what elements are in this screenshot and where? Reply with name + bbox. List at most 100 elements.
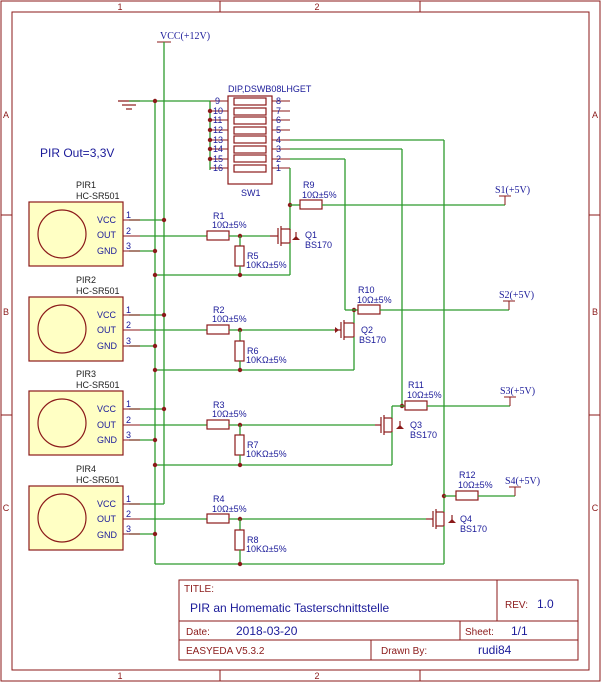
inner-frame [11, 11, 590, 671]
date-value: 2018-03-20 [236, 624, 298, 638]
pir2-pin-gnd: GND [97, 341, 118, 351]
r10-ref: R10 [358, 285, 375, 295]
dip-pin-3: 3 [276, 144, 281, 154]
sheet-label: Sheet: [465, 627, 494, 638]
pir4-pin-out: OUT [97, 514, 117, 524]
pir2-num-3: 3 [126, 336, 131, 346]
pir1-num-3: 3 [126, 241, 131, 251]
r11-value: 10Ω±5% [407, 390, 442, 400]
r6-value: 10KΩ±5% [246, 355, 287, 365]
mosfet-q3 [375, 415, 404, 435]
pir3-pin-out: OUT [97, 420, 117, 430]
date-label: Date: [186, 627, 210, 638]
pir4-num-2: 2 [126, 509, 131, 519]
resistor-r10 [357, 304, 381, 315]
r1-value: 10Ω±5% [212, 220, 247, 230]
pir1-type: HC-SR501 [76, 191, 120, 201]
pir3-ref: PIR3 [76, 369, 96, 379]
pir1-num-1: 1 [126, 210, 131, 220]
r9-value: 10Ω±5% [302, 190, 337, 200]
pir3-lens-icon [37, 398, 87, 448]
resistor-r5 [234, 245, 245, 267]
resistor-r4 [206, 513, 230, 524]
document-title: PIR an Homematic Tasterschnittstelle [190, 601, 390, 615]
pir2-num-1: 1 [126, 305, 131, 315]
r11-ref: R11 [408, 380, 424, 390]
row-marker-left-a: A [3, 110, 9, 120]
output-s2: S2(+5V) [499, 290, 534, 301]
pir1-pin-vcc: VCC [97, 215, 117, 225]
dip-pin-13: 13 [213, 135, 223, 145]
pir-sensor-4: PIR4 HC-SR501 VCC OUT GND 1 2 3 [28, 464, 140, 551]
dip-pin-9: 9 [215, 96, 220, 106]
dip-pin-4: 4 [276, 135, 281, 145]
dip-pin-1: 1 [276, 163, 281, 173]
output-s4: S4(+5V) [505, 476, 540, 487]
col-marker-top-1: 1 [117, 2, 122, 12]
dip-pin-5: 5 [276, 125, 281, 135]
pir3-num-2: 2 [126, 415, 131, 425]
r12-ref: R12 [459, 470, 476, 480]
pir3-num-1: 1 [126, 399, 131, 409]
pir4-type: HC-SR501 [76, 475, 120, 485]
dip-switch-ref: SW1 [241, 188, 261, 198]
resistor-r3 [206, 419, 230, 430]
pir1-lens-icon [37, 209, 87, 259]
r10-value: 10Ω±5% [357, 295, 392, 305]
pir4-num-3: 3 [126, 524, 131, 534]
dip-pin-11: 11 [213, 115, 222, 125]
col-marker-bottom-1: 1 [117, 671, 122, 681]
mosfet-q1 [270, 226, 300, 246]
q2-ref: Q2 [361, 325, 373, 335]
pir3-num-3: 3 [126, 430, 131, 440]
pir1-pin-out: OUT [97, 230, 117, 240]
q3-type: BS170 [410, 430, 437, 440]
q3-ref: Q3 [410, 420, 422, 430]
title-label: TITLE: [184, 584, 214, 595]
q4-type: BS170 [460, 524, 487, 534]
output-s3: S3(+5V) [500, 386, 535, 397]
dip-pin-7: 7 [276, 106, 281, 116]
r2-value: 10Ω±5% [212, 314, 247, 324]
pir4-num-1: 1 [126, 494, 131, 504]
dip-pin-12: 12 [213, 125, 223, 135]
resistor-r7 [234, 434, 245, 456]
dip-pin-8: 8 [276, 96, 281, 106]
r6-ref: R6 [247, 346, 259, 356]
pir4-ref: PIR4 [76, 464, 96, 474]
rev-value: 1.0 [537, 597, 554, 611]
row-marker-right-a: A [592, 110, 598, 120]
resistor-r1 [206, 230, 230, 241]
pir2-type: HC-SR501 [76, 286, 120, 296]
r4-ref: R4 [213, 494, 225, 504]
q1-type: BS170 [305, 240, 332, 250]
pir2-pin-vcc: VCC [97, 310, 117, 320]
drawn-by-label: Drawn By: [381, 646, 427, 657]
dip-pin-15: 15 [213, 154, 223, 164]
dip-pin-2: 2 [276, 154, 281, 164]
pir3-type: HC-SR501 [76, 380, 120, 390]
pir3-pin-vcc: VCC [97, 404, 117, 414]
row-marker-left-b: B [3, 307, 9, 317]
q4-ref: Q4 [460, 514, 472, 524]
pir4-pin-vcc: VCC [97, 499, 117, 509]
col-marker-bottom-2: 2 [314, 671, 319, 681]
r8-ref: R8 [247, 535, 259, 545]
tool-version: EASYEDA V5.3.2 [186, 646, 265, 657]
rev-label: REV: [505, 600, 528, 611]
pir1-num-2: 2 [126, 226, 131, 236]
row-marker-right-b: B [592, 307, 598, 317]
resistor-r2 [206, 324, 230, 335]
r3-value: 10Ω±5% [212, 409, 247, 419]
q2-type: BS170 [359, 335, 386, 345]
r8-value: 10KΩ±5% [246, 544, 287, 554]
col-marker-top-2: 2 [314, 2, 319, 12]
r1-ref: R1 [213, 211, 225, 221]
pir2-lens-icon [37, 304, 87, 354]
resistor-r12 [455, 490, 479, 501]
resistor-r11 [404, 400, 428, 411]
title-block: TITLE: PIR an Homematic Tasterschnittste… [178, 579, 579, 661]
row-marker-left-c: C [3, 503, 10, 513]
